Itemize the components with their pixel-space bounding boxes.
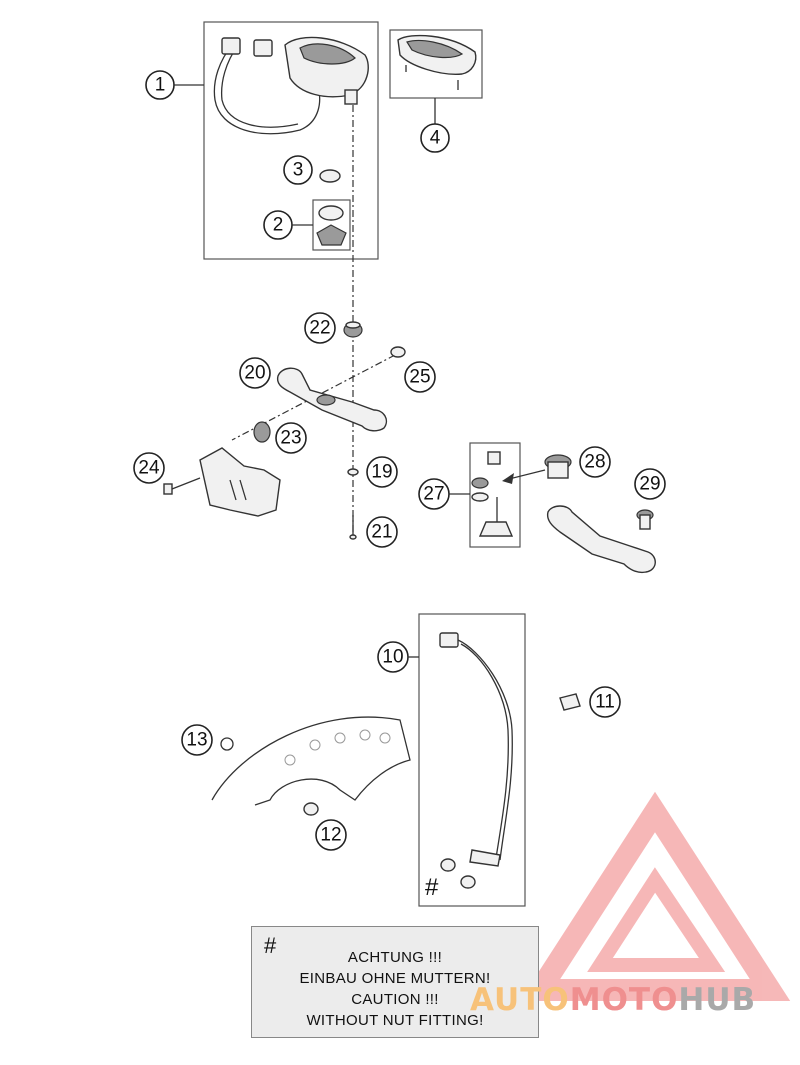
callout-label: 11	[595, 692, 615, 713]
callout-label: 29	[639, 474, 660, 495]
socket-part[interactable]	[312, 199, 351, 251]
display-unit[interactable]	[397, 34, 477, 90]
callout-label: 20	[244, 363, 265, 384]
note-line-2: EINBAU OHNE MUTTERN!	[299, 970, 491, 987]
hash-marker: #	[425, 874, 439, 901]
note-line-3: CAUTION !!!	[351, 991, 439, 1008]
grommet-part[interactable]	[253, 421, 271, 443]
screw-small-part[interactable]	[349, 515, 357, 540]
note-symbol: #	[264, 933, 277, 958]
callout-24[interactable]: 24	[133, 452, 165, 484]
spacer-part[interactable]	[390, 346, 406, 358]
callout-label: 21	[371, 522, 392, 543]
callout-11[interactable]: 11	[589, 686, 621, 718]
callout-label: 27	[423, 484, 444, 505]
callout-1[interactable]: 1	[145, 70, 175, 100]
callout-label: 1	[155, 75, 166, 96]
callout-label: 10	[382, 647, 403, 668]
callout-13[interactable]: 13	[181, 724, 213, 756]
disc-spacer-part[interactable]	[303, 802, 319, 816]
callout-12[interactable]: 12	[315, 819, 347, 851]
callout-10[interactable]: 10	[377, 641, 409, 673]
callout-21[interactable]: 21	[366, 516, 398, 548]
arrow-head	[502, 473, 514, 484]
mounting-kit-frame	[469, 442, 521, 548]
speedometer-unit[interactable]	[213, 36, 369, 135]
watermark-text: AUTOMOTOHUB	[470, 982, 756, 1018]
caution-note: # ACHTUNG !!! EINBAU OHNE MUTTERN! CAUTI…	[251, 926, 539, 1038]
callout-19[interactable]: 19	[366, 456, 398, 488]
callout-label: 28	[584, 452, 605, 473]
watermark-logo	[519, 791, 791, 1001]
callout-3[interactable]: 3	[283, 155, 313, 185]
callout-22[interactable]: 22	[304, 312, 336, 344]
callout-label: 4	[430, 128, 441, 149]
bush-part[interactable]	[343, 321, 363, 338]
circlip-part[interactable]	[220, 737, 234, 751]
nut-part[interactable]	[440, 858, 476, 889]
display-frame	[389, 29, 483, 99]
note-line-1: ACHTUNG !!!	[347, 949, 443, 966]
callout-28[interactable]: 28	[579, 446, 611, 478]
callout-label: 12	[320, 825, 341, 846]
clamp-part[interactable]	[559, 693, 581, 711]
callout-label: 2	[273, 215, 284, 236]
speedometer-kit-frame	[203, 21, 379, 260]
screw-part[interactable]	[163, 477, 201, 495]
callout-label: 25	[409, 367, 430, 388]
callout-label: 19	[371, 462, 392, 483]
callout-label: 13	[186, 730, 207, 751]
pin-part[interactable]	[636, 509, 654, 530]
callout-20[interactable]: 20	[239, 357, 271, 389]
rubber-bushing-part[interactable]	[544, 454, 572, 479]
callout-23[interactable]: 23	[275, 422, 307, 454]
callout-25[interactable]: 25	[404, 361, 436, 393]
callout-2[interactable]: 2	[263, 210, 293, 240]
watermark-hub: HUB	[678, 982, 757, 1018]
callout-label: 3	[293, 160, 304, 181]
watermark-moto: MOTO	[569, 982, 679, 1018]
watermark-auto: AUTO	[470, 982, 570, 1018]
brake-disc-part	[211, 716, 411, 806]
mounting-kit-part[interactable]	[471, 451, 514, 537]
sensor-cable-part[interactable]	[439, 632, 513, 867]
note-line-4: WITHOUT NUT FITTING!	[306, 1012, 484, 1029]
cap-part[interactable]	[319, 169, 341, 183]
bracket-part-2[interactable]	[546, 505, 656, 574]
sensor-cable-frame	[418, 613, 526, 907]
callout-27[interactable]: 27	[418, 478, 450, 510]
bracket-hole	[316, 394, 336, 406]
washer-part[interactable]	[347, 468, 359, 476]
callout-4[interactable]: 4	[420, 123, 450, 153]
callout-label: 23	[280, 428, 301, 449]
callout-29[interactable]: 29	[634, 468, 666, 500]
callout-label: 22	[309, 318, 330, 339]
callout-label: 24	[138, 458, 160, 479]
